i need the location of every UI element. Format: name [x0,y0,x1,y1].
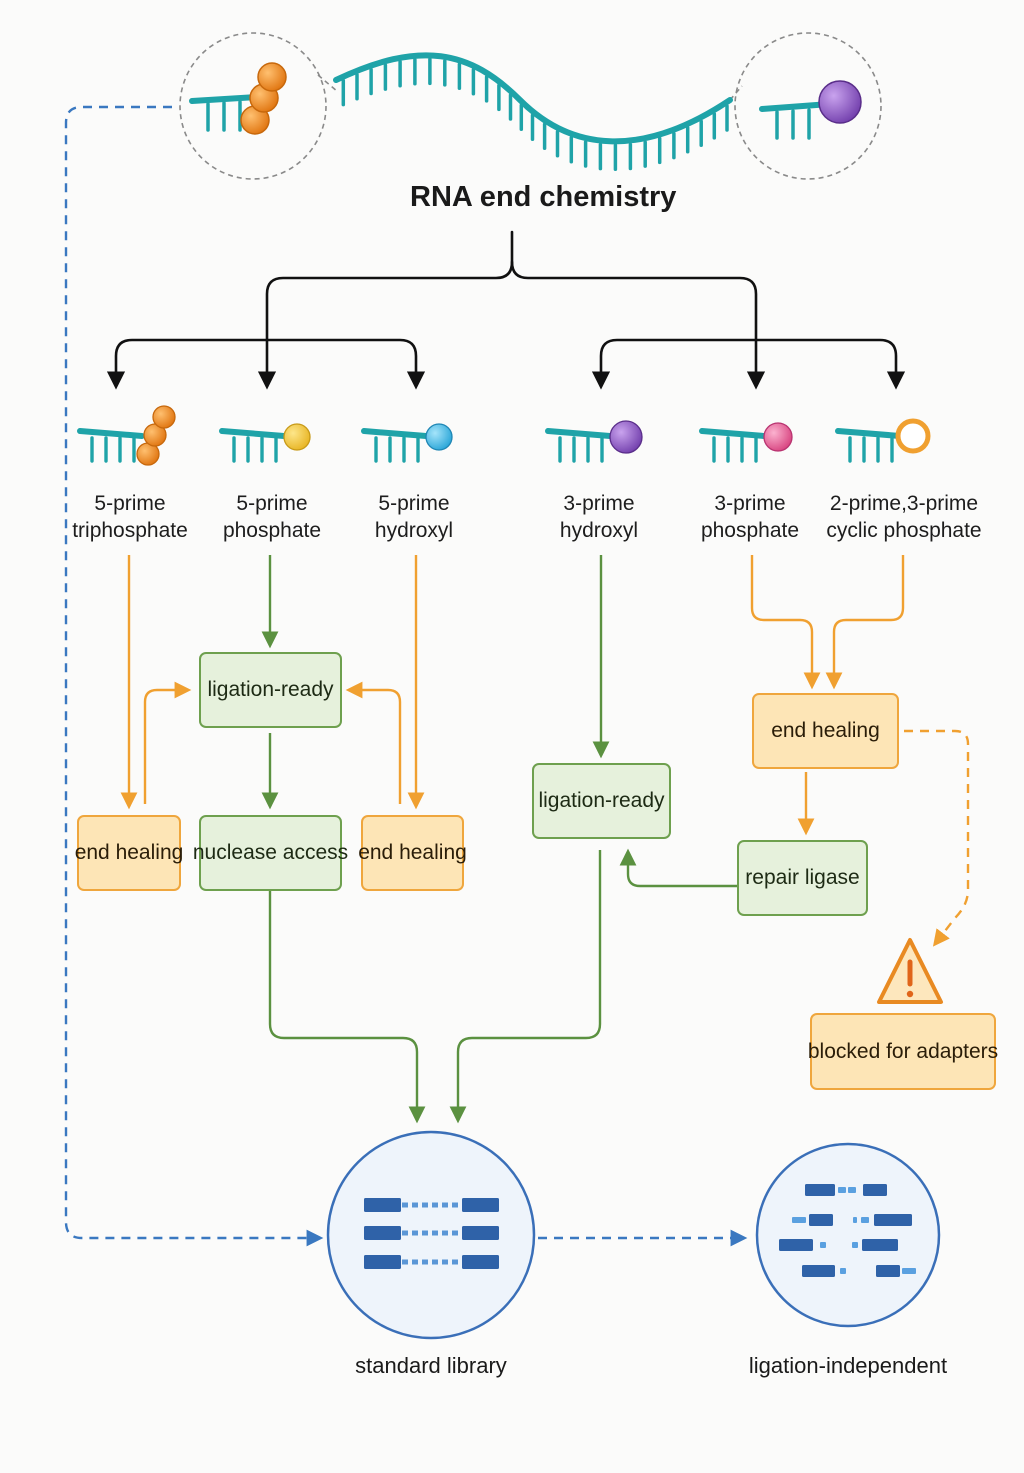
nuclease-access-box: nuclease access [193,815,348,891]
hydroxyl-bead-icon [818,80,862,124]
ligation-ready-box-left: ligation-ready [199,652,342,728]
ligation-independent-fragments-icon [779,1184,916,1277]
end-icons [77,405,931,466]
warning-icon [877,938,943,1004]
standard-library-fragments-icon [364,1198,499,1269]
healing-arrows [120,555,970,947]
diagram-title: RNA end chemistry [410,181,677,213]
tree-connectors [106,230,906,390]
ligation-independent-circle [755,1142,941,1328]
ligation-ready-box-right: ligation-ready [532,763,671,839]
blocked-for-adapters-box: blocked for adapters [808,1013,998,1090]
repair-ligase-box: repair ligase [737,840,868,916]
end-healing-box-3p: end healing [752,693,899,769]
ready-arrows [261,555,737,1124]
ligation-independent-label: ligation-independent [748,1353,948,1378]
end-healing-box-5p-hydroxyl: end healing [358,815,467,891]
ligation-independent-path [64,105,748,1247]
end-healing-box-5p-triphosphate: end healing [75,815,183,891]
standard-library-circle [326,1130,536,1340]
rna-strand-top [179,32,882,180]
standard-library-label: standard library [355,1353,507,1378]
zoom-circle-5prime [179,32,327,180]
zoom-circle-3prime [734,32,882,180]
